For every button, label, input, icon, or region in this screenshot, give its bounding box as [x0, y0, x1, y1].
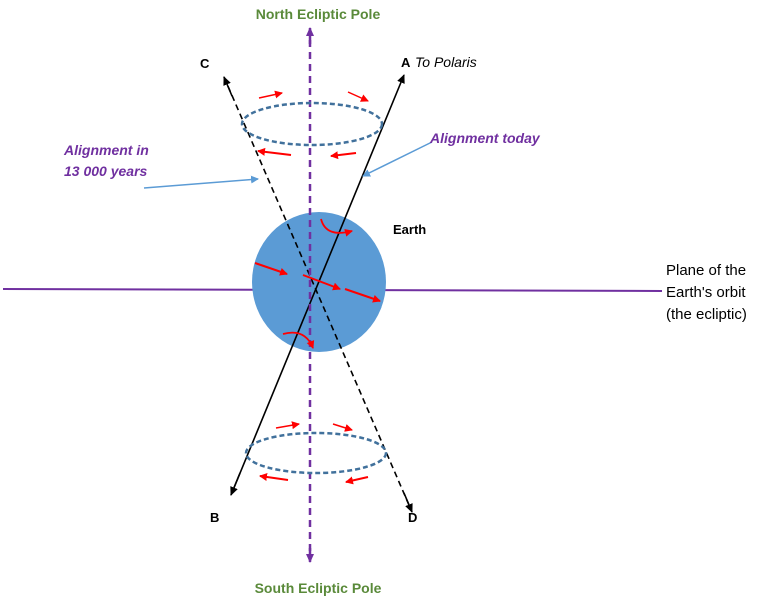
- alignment-future-line2: 13 000 years: [64, 163, 148, 179]
- axis-future-line: [223, 76, 413, 513]
- south-pole-label: South Ecliptic Pole: [255, 580, 382, 596]
- axis-today-line: [230, 74, 405, 496]
- precession-arrow-north-4: [330, 151, 357, 160]
- label-b: B: [210, 510, 219, 525]
- earth-rotation-arrow-top: [320, 218, 353, 237]
- precession-arrow-south-2: [332, 423, 353, 432]
- earth-spin-arrow-3: [344, 288, 381, 303]
- callout-line-future: [143, 175, 259, 189]
- alignment-today-label: Alignment today: [429, 130, 541, 146]
- earth-spin-arrow-2: [302, 274, 341, 291]
- plane-label-line3: (the ecliptic): [666, 306, 747, 323]
- plane-label-line2: Earth's orbit: [666, 284, 746, 301]
- precession-arrow-north-1: [258, 90, 283, 99]
- precession-ring-north: [240, 101, 384, 147]
- label-c: C: [200, 56, 210, 71]
- earth-label: Earth: [393, 222, 426, 237]
- callout-line-today: [362, 141, 433, 177]
- label-d: D: [408, 510, 417, 525]
- axis-future-north-arrow: [223, 76, 233, 97]
- label-a: A: [401, 55, 411, 70]
- precession-arrow-north-2: [347, 91, 369, 102]
- earth-spin-arrow-1: [254, 262, 288, 276]
- precession-arrow-south-1: [275, 421, 300, 430]
- plane-label-line1: Plane of the: [666, 262, 746, 279]
- precession-arrow-north-3: [257, 147, 292, 156]
- precession-arrow-south-4: [345, 476, 369, 485]
- earth-rotation-arrow-bottom: [282, 331, 315, 349]
- alignment-future-line1: Alignment in: [63, 142, 149, 158]
- axis-future-south-arrow: [403, 492, 413, 513]
- axis-today-south-arrow: [230, 472, 241, 496]
- precession-ring-south: [244, 431, 388, 475]
- to-polaris-label: To Polaris: [415, 54, 477, 70]
- precession-arrow-south-3: [259, 473, 289, 481]
- north-pole-label: North Ecliptic Pole: [256, 6, 381, 22]
